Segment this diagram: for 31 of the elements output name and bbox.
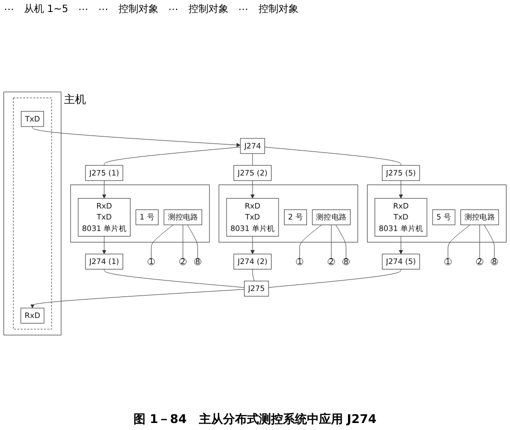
cluster [70,184,210,242]
connector [252,268,254,282]
cluster [4,92,62,336]
note-text: … [168,2,178,15]
cluster [367,184,506,242]
connector [151,224,174,258]
connector [187,224,198,258]
note-text: 从机 1~5 [24,2,68,16]
connector [268,268,402,288]
note-text: … [4,2,14,15]
connector [182,224,184,258]
connector [336,224,346,258]
connector [299,224,322,258]
connector [479,224,480,258]
cluster [218,184,358,242]
cluster [13,98,52,330]
connector [331,224,332,258]
connector [104,146,241,166]
connector [264,146,402,166]
connector [104,268,245,288]
note-text: … [238,2,248,15]
node-caption: 主机 [64,92,86,107]
figure-caption: 图 1－84 主从分布式测控系统中应用 J274 [132,411,378,428]
note-text: … [78,2,88,15]
note-text: … [98,2,108,15]
note-text: 控制对象 [118,2,158,16]
connector [484,224,495,258]
connector [448,224,470,258]
note-text: 控制对象 [188,2,228,16]
connector [252,153,253,166]
note-text: 控制对象 [258,2,298,16]
